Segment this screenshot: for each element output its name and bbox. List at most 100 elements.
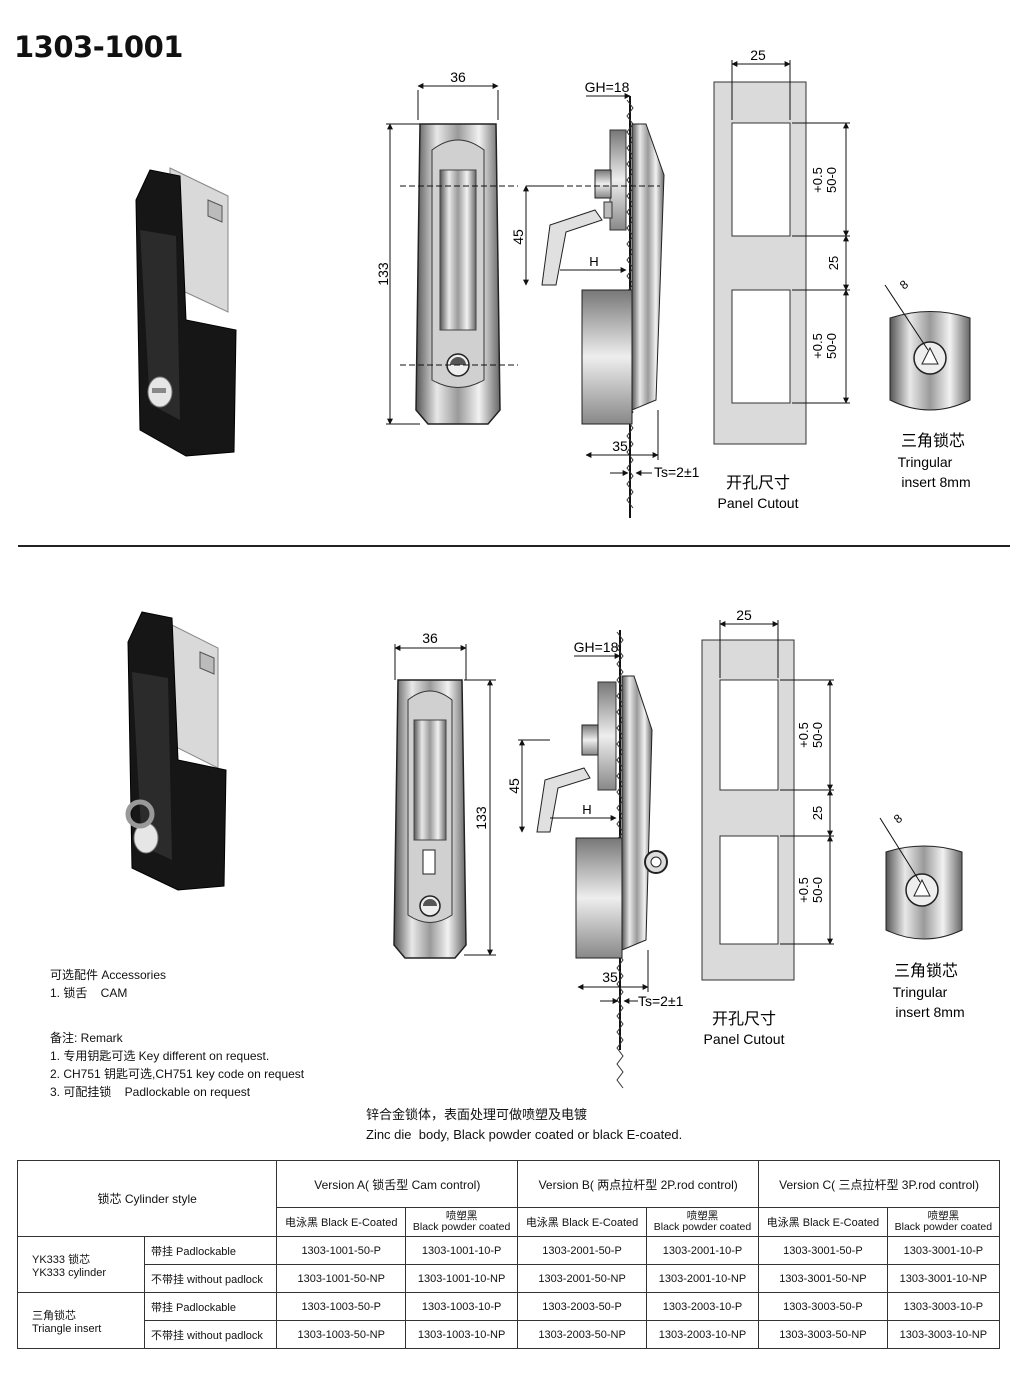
material-en: Zinc die body, Black powder coated or bl…	[366, 1127, 683, 1142]
panel-cutout-bottom: 25 +0.5 50-0 25 +0.5 50-0 开孔尺寸 Panel Cut…	[701, 607, 834, 1047]
code-cell: 1303-3003-50-P	[758, 1292, 888, 1321]
tri-size-top: 8	[897, 277, 911, 292]
panel-cutout-top: 25 +0.5 50-0 25 +0.5 50-0 开孔尺寸 Panel Cut…	[713, 47, 850, 511]
side-view-top: GH=18 H 45 35 Ts=2±1	[510, 79, 700, 518]
code-cell: 1303-3003-10-NP	[886, 1320, 1001, 1349]
dim-cut-width-top: 25	[750, 47, 766, 63]
panel-cutout-cn-top: 开孔尺寸	[726, 474, 790, 492]
code-cell: 1303-1001-50-P	[276, 1236, 407, 1265]
code-cell: 1303-3003-10-P	[886, 1292, 1001, 1321]
insert-en1-top: Tringular	[898, 454, 953, 470]
code-cell: 1303-3003-50-NP	[758, 1320, 888, 1349]
finish-p-en: Black powder coated	[894, 1221, 993, 1233]
code-cell: 1303-2001-10-P	[645, 1236, 760, 1265]
material-cn: 锌合金锁体，表面处理可做喷塑及电镀	[366, 1107, 588, 1122]
dim-ts-top: Ts=2±1	[654, 464, 700, 480]
code-cell: 1303-2001-50-NP	[517, 1264, 647, 1293]
dim-h-bottom: H	[582, 802, 591, 817]
table-row: 不带挂 without padlock 1303-1003-50-NP 1303…	[18, 1320, 1001, 1349]
remark-item-2: 2. CH751 钥匙可选,CH751 key code on request	[50, 1067, 305, 1081]
product-photo-bottom	[125, 611, 227, 891]
front-view-bottom: 36 133	[393, 630, 496, 959]
finish-p-en: Black powder coated	[412, 1221, 511, 1233]
code-cell: 1303-2003-50-NP	[517, 1320, 647, 1349]
dim-cut-tol-4: +0.5	[796, 877, 811, 903]
dim-cut-len-3: 50-0	[810, 722, 825, 748]
finish-p-cn: 喷塑黑	[927, 1210, 960, 1222]
code-cell: 1303-1001-10-P	[405, 1236, 519, 1265]
insert-en1-bottom: Tringular	[893, 984, 948, 1000]
panel-cutout-cn-bottom: 开孔尺寸	[712, 1010, 776, 1028]
dim-cut-len-1: 50-0	[824, 167, 839, 193]
dim-ts-bottom: Ts=2±1	[638, 993, 684, 1009]
insert-cn-top: 三角锁芯	[901, 432, 965, 450]
code-cell: 1303-2003-50-P	[517, 1292, 647, 1321]
triangle-insert-top: 8 三角锁芯 Tringular insert 8mm	[884, 277, 971, 490]
dim-cut-tol-3: +0.5	[796, 722, 811, 748]
option-cell: 带挂 Padlockable	[143, 1236, 278, 1265]
dim-gh-top: GH=18	[585, 79, 630, 95]
dim-35-bottom: 35	[602, 969, 618, 985]
insert-en2-top: insert 8mm	[901, 474, 970, 490]
dim-width-top: 36	[450, 69, 466, 85]
page-title: 1303-1001	[14, 30, 183, 64]
tri-size-bottom: 8	[891, 811, 905, 826]
code-cell: 1303-3001-10-P	[886, 1236, 1001, 1265]
remark-item-1: 1. 专用钥匙可选 Key different on request.	[50, 1049, 270, 1063]
dim-cut-width-bottom: 25	[736, 607, 752, 623]
group-name-en: YK333 cylinder	[32, 1266, 106, 1279]
dim-cut-tol-1: +0.5	[810, 167, 825, 193]
option-cell: 不带挂 without padlock	[143, 1320, 278, 1349]
dim-h-top: H	[589, 254, 598, 269]
dim-height-top: 133	[375, 262, 391, 286]
insert-cn-bottom: 三角锁芯	[894, 962, 958, 980]
finish-p-cn: 喷塑黑	[445, 1210, 478, 1222]
code-cell: 1303-1003-10-NP	[405, 1320, 519, 1349]
code-cell: 1303-2003-10-P	[645, 1292, 760, 1321]
dim-35-top: 35	[612, 438, 628, 454]
panel-cutout-en-bottom: Panel Cutout	[704, 1031, 785, 1047]
dim-height-bottom: 133	[473, 806, 489, 830]
group-name-cn: YK333 锁芯	[32, 1253, 91, 1266]
group-name-en: Triangle insert	[32, 1322, 102, 1335]
version-c-header: Version C( 三点拉杆型 3P.rod control)	[758, 1160, 1000, 1208]
finish-e-c: 电泳黑 Black E-Coated	[758, 1207, 888, 1237]
option-cell: 带挂 Padlockable	[143, 1292, 278, 1321]
accessories-heading: 可选配件 Accessories	[50, 968, 167, 982]
group-name-cn: 三角锁芯	[32, 1309, 76, 1322]
code-cell: 1303-2001-50-P	[517, 1236, 647, 1265]
accessories-item-1: 1. 锁舌 CAM	[50, 986, 128, 1000]
code-cell: 1303-1001-10-NP	[405, 1264, 519, 1293]
code-cell: 1303-1003-50-P	[276, 1292, 407, 1321]
product-photo-top	[135, 167, 237, 457]
code-cell: 1303-3001-10-NP	[886, 1264, 1001, 1293]
finish-e-b: 电泳黑 Black E-Coated	[517, 1207, 647, 1237]
dim-cut-gap-top: 25	[826, 256, 841, 270]
table-row: 不带挂 without padlock 1303-1001-50-NP 1303…	[18, 1264, 1001, 1293]
remark: 备注: Remark 1. 专用钥匙可选 Key different on re…	[50, 1029, 304, 1101]
remark-heading: 备注: Remark	[50, 1031, 123, 1045]
dim-width-bottom: 36	[422, 630, 438, 646]
accessories: 可选配件 Accessories 1. 锁舌 CAM	[50, 966, 166, 1002]
dim-gh-bottom: GH=18	[574, 639, 619, 655]
option-cell: 不带挂 without padlock	[143, 1264, 278, 1293]
code-cell: 1303-1001-50-NP	[276, 1264, 407, 1293]
dim-cut-tol-2: +0.5	[810, 333, 825, 359]
order-table: 锁芯 Cylinder style Version A( 锁舌型 Cam con…	[16, 1160, 1001, 1349]
panel-cutout-en-top: Panel Cutout	[718, 495, 799, 511]
version-b-header: Version B( 两点拉杆型 2P.rod control)	[517, 1160, 760, 1208]
cylinder-style-header: 锁芯 Cylinder style	[16, 1160, 278, 1237]
finish-p-en: Black powder coated	[653, 1221, 752, 1233]
code-cell: 1303-3001-50-NP	[758, 1264, 888, 1293]
material-note: 锌合金锁体，表面处理可做喷塑及电镀 Zinc die body, Black p…	[366, 1105, 682, 1145]
insert-en2-bottom: insert 8mm	[895, 1004, 964, 1020]
dim-cut-len-2: 50-0	[824, 333, 839, 359]
dim-45-top: 45	[510, 229, 526, 245]
